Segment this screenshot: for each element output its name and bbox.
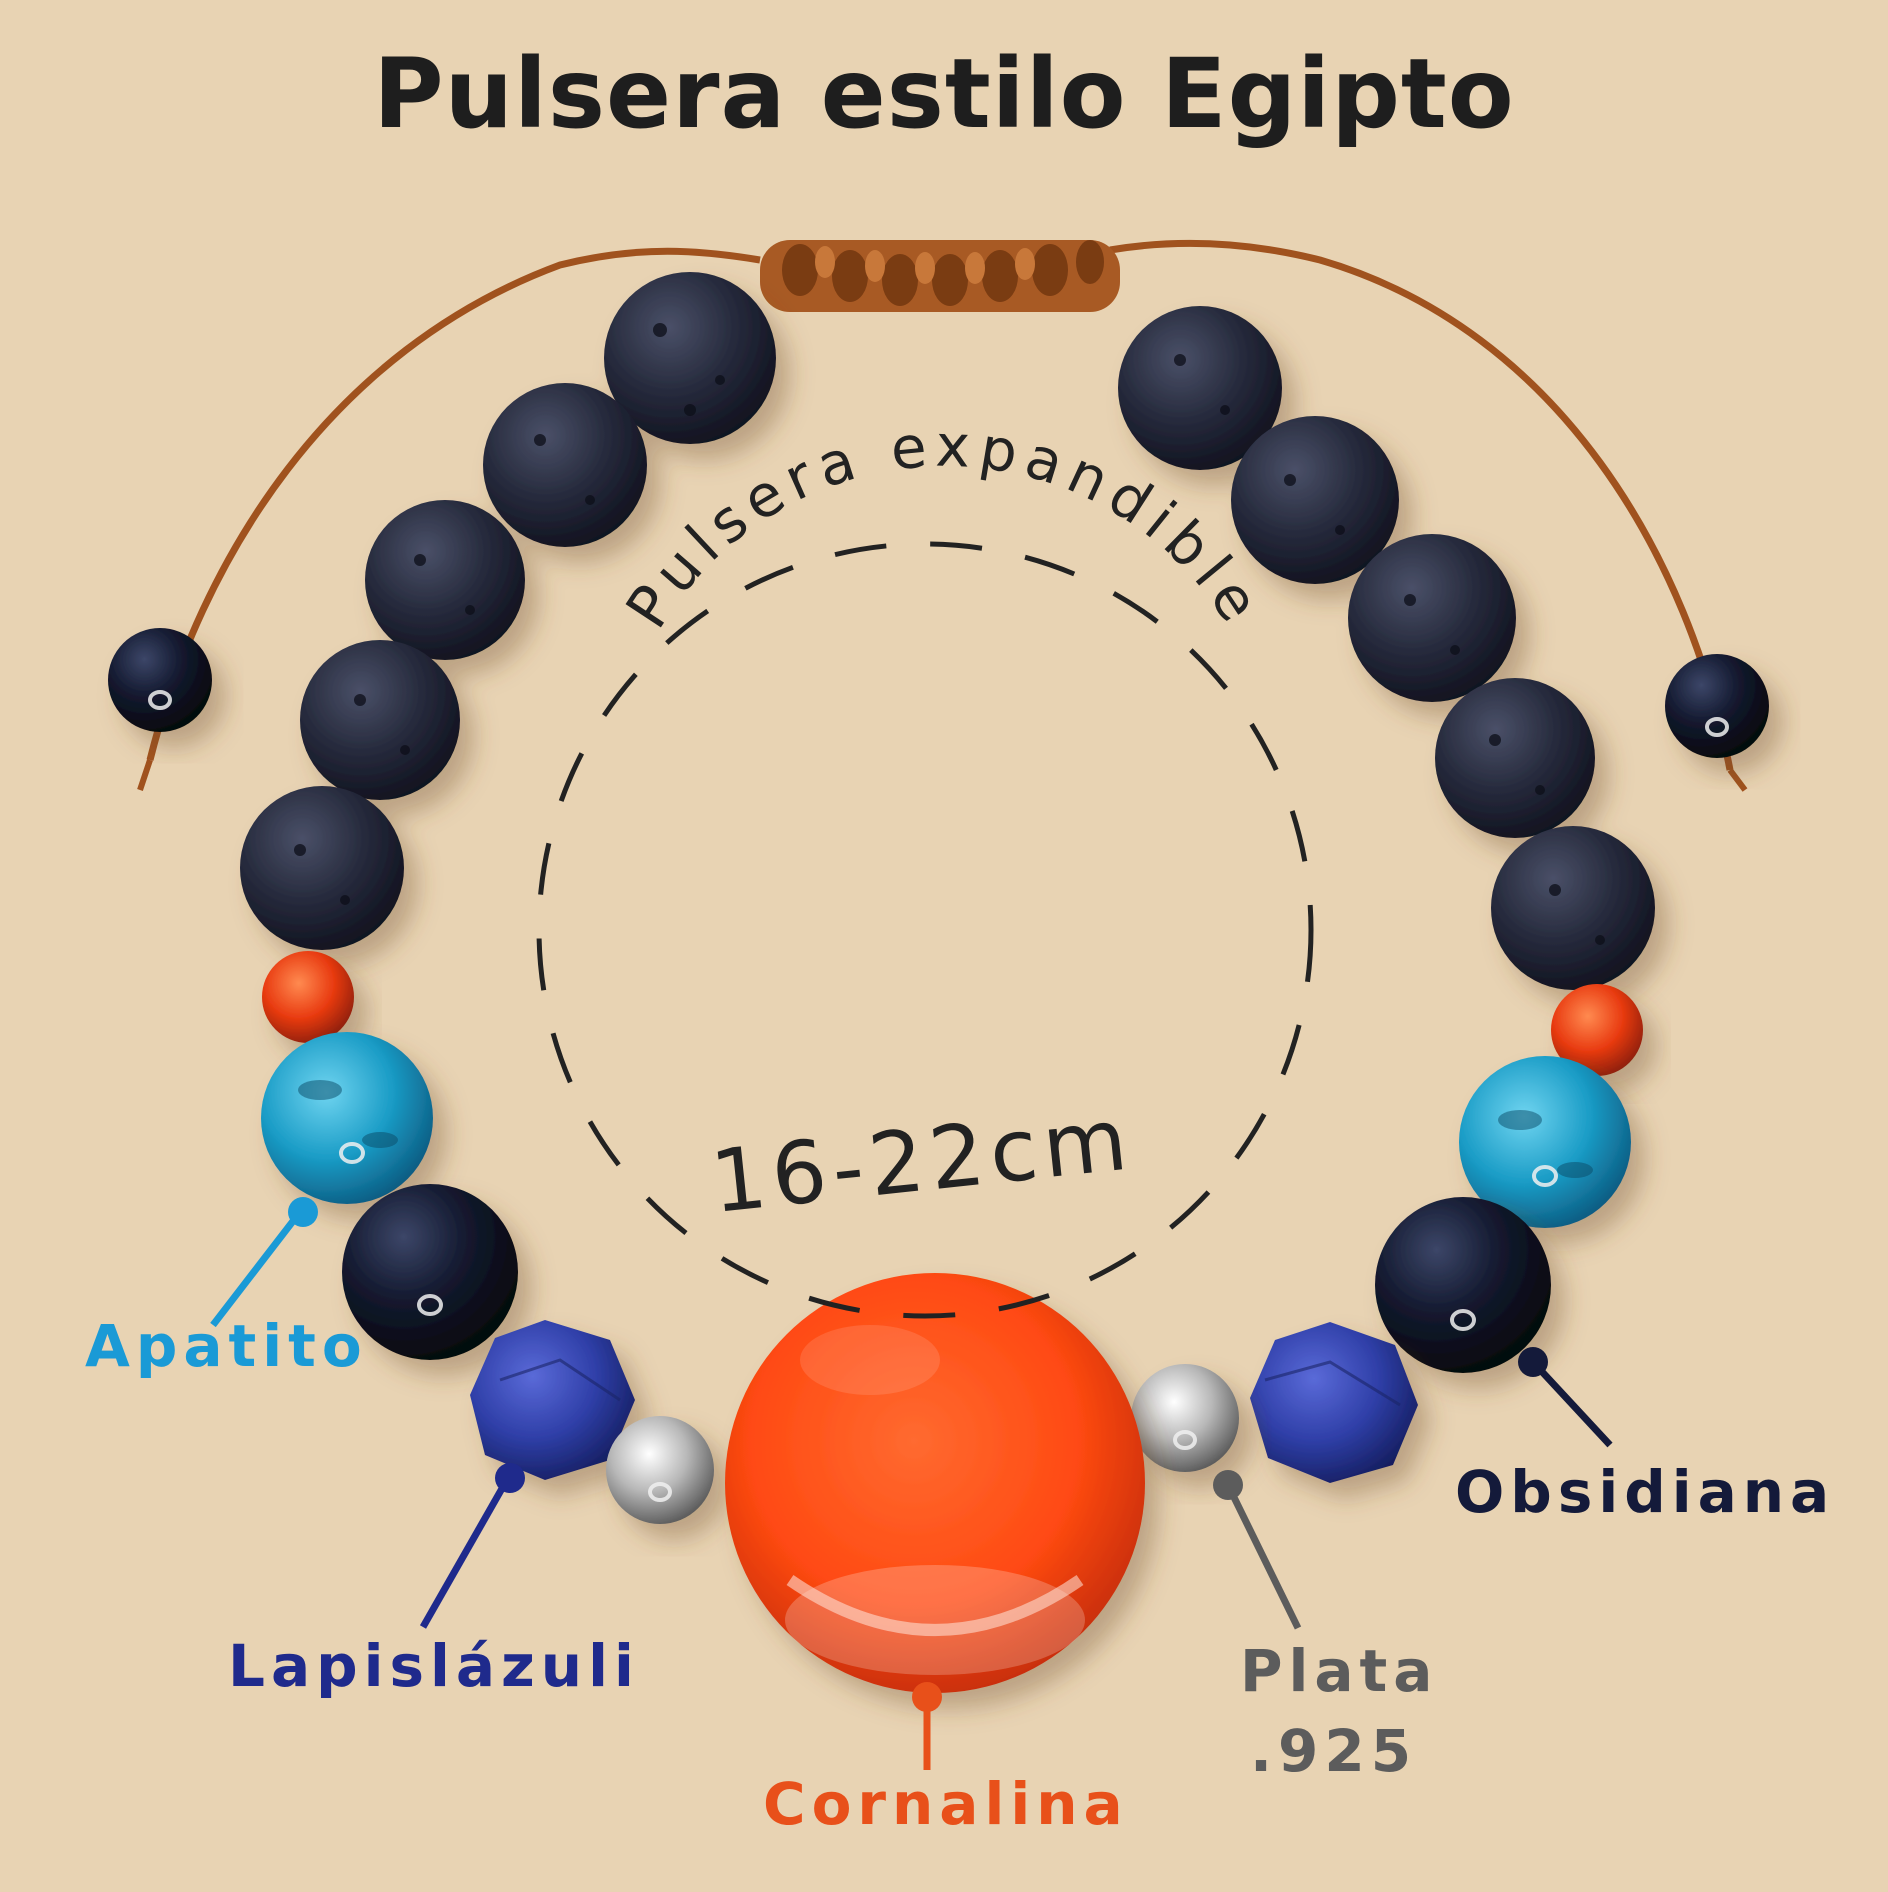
silver-bead-left — [606, 1416, 714, 1524]
right-end-bead — [1665, 654, 1769, 758]
obsidian-bead-right — [1375, 1197, 1551, 1373]
cornalina-dot — [912, 1682, 942, 1712]
lava-beads-right — [1118, 306, 1655, 990]
right-cord-end — [1727, 768, 1748, 792]
label-plata-925: .925 — [1250, 1717, 1418, 1785]
lapislazuli-dot — [495, 1463, 525, 1493]
obsidiana-dot — [1518, 1347, 1548, 1377]
lava-beads-left — [240, 272, 776, 950]
size-guide-circle — [536, 541, 1314, 1319]
label-lapislazuli: Lapislázuli — [228, 1632, 640, 1700]
macrame-knot — [760, 240, 1120, 312]
left-end-bead — [108, 628, 212, 732]
apatite-bead-right — [1459, 1056, 1631, 1228]
left-cord — [146, 247, 761, 761]
plata-dot — [1213, 1470, 1243, 1500]
page-title: Pulsera estilo Egipto — [373, 38, 1515, 150]
label-obsidiana: Obsidiana — [1455, 1458, 1836, 1526]
silver-bead-right — [1131, 1364, 1239, 1472]
apatito-pointer — [210, 1209, 303, 1328]
apatite-bead-left — [261, 1032, 433, 1204]
label-apatito: Apatito — [85, 1312, 368, 1380]
lava-texture — [294, 323, 1605, 945]
plata-pointer — [1224, 1483, 1302, 1630]
apatito-dot — [288, 1197, 318, 1227]
left-cord-end — [137, 759, 153, 791]
small-carnelian-bead-right — [1551, 984, 1643, 1076]
lapis-bead-left — [470, 1320, 635, 1480]
obsidiana-pointer — [1530, 1359, 1613, 1448]
lapis-bead-right — [1250, 1322, 1418, 1483]
right-cord — [1109, 239, 1734, 771]
obsidian-bead-left — [342, 1184, 518, 1360]
small-carnelian-bead-left — [262, 951, 354, 1043]
lapislazuli-pointer — [419, 1476, 512, 1629]
label-plata: Plata — [1240, 1637, 1439, 1705]
label-cornalina: Cornalina — [763, 1770, 1129, 1838]
carnelian-centerpiece — [725, 1273, 1145, 1693]
